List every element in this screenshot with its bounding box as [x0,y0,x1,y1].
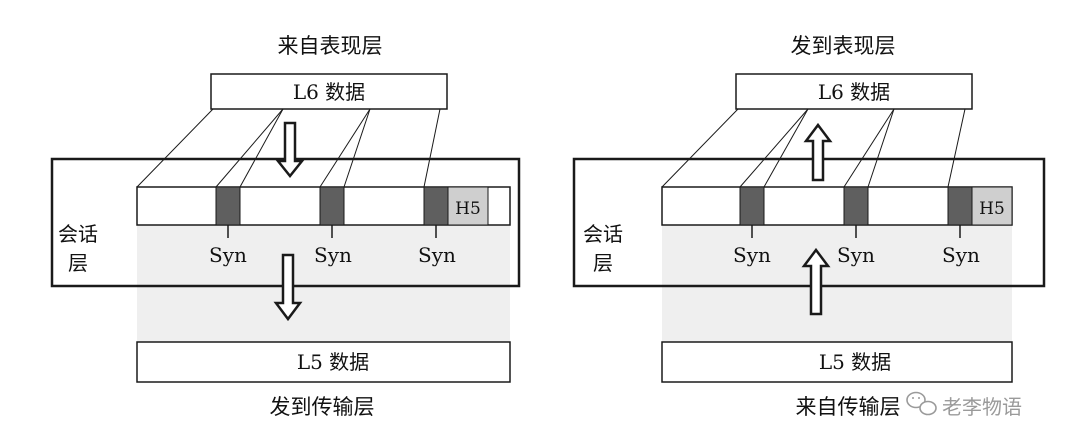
left-bottom-caption: 发到传输层 [270,395,375,419]
right-connectors [661,108,966,188]
right-bottom-caption: 来自传输层 [796,395,901,419]
right-syn-label-3: Syn [942,243,980,267]
watermark-text: 老李物语 [942,395,1022,419]
left-down-arrow-upper [275,121,305,179]
wechat-icon [906,391,937,416]
right-l5-box [661,341,1013,383]
right-h5-label: H5 [979,199,1005,219]
left-panel: 来自表现层 L6 数据 H5 Syn Syn Syn [50,34,521,419]
right-up-arrow-upper [803,122,833,182]
left-syn-label-2: Syn [314,243,352,267]
right-h5-box [971,186,1013,226]
left-l5-label: L5 数据 [297,350,369,374]
left-l6-label: L6 数据 [293,80,365,104]
right-l6-label: L6 数据 [818,80,890,104]
left-l5-box [136,341,511,383]
right-panel: 发到表现层 L6 数据 H5 Syn Syn Syn [572,34,1046,419]
left-session-label-line1: 会话 [58,222,98,246]
right-syn-label-2: Syn [837,243,875,267]
right-l6-box [735,73,973,110]
right-session-fill [662,225,1012,342]
left-syn-label-3: Syn [418,243,456,267]
left-l6-box [210,73,448,110]
left-down-arrow-lower [273,253,303,322]
left-syn-label-1: Syn [209,243,247,267]
left-session-fill [137,225,510,342]
left-syn-ticks [227,225,437,238]
right-up-arrow-lower [801,247,831,316]
right-sync-mark-3 [947,186,973,226]
right-l5-label: L5 数据 [819,350,891,374]
left-h5-label: H5 [455,199,481,219]
right-syn-ticks [751,225,961,238]
left-h5-box [447,186,489,226]
right-top-caption: 发到表现层 [791,34,896,58]
right-session-label-line1: 会话 [583,222,623,246]
right-session-frame [572,157,1046,288]
left-sync-mark-2 [319,186,345,226]
left-top-caption: 来自表现层 [278,34,383,58]
left-connectors [136,108,441,188]
left-session-label-line2: 层 [68,251,88,275]
left-sync-mark-1 [215,186,241,226]
right-sync-mark-2 [843,186,869,226]
left-sync-mark-3 [423,186,449,226]
right-session-label-line2: 层 [593,251,613,275]
watermark: 老李物语 [906,391,1022,419]
right-sync-mark-1 [739,186,765,226]
right-syn-label-1: Syn [733,243,771,267]
